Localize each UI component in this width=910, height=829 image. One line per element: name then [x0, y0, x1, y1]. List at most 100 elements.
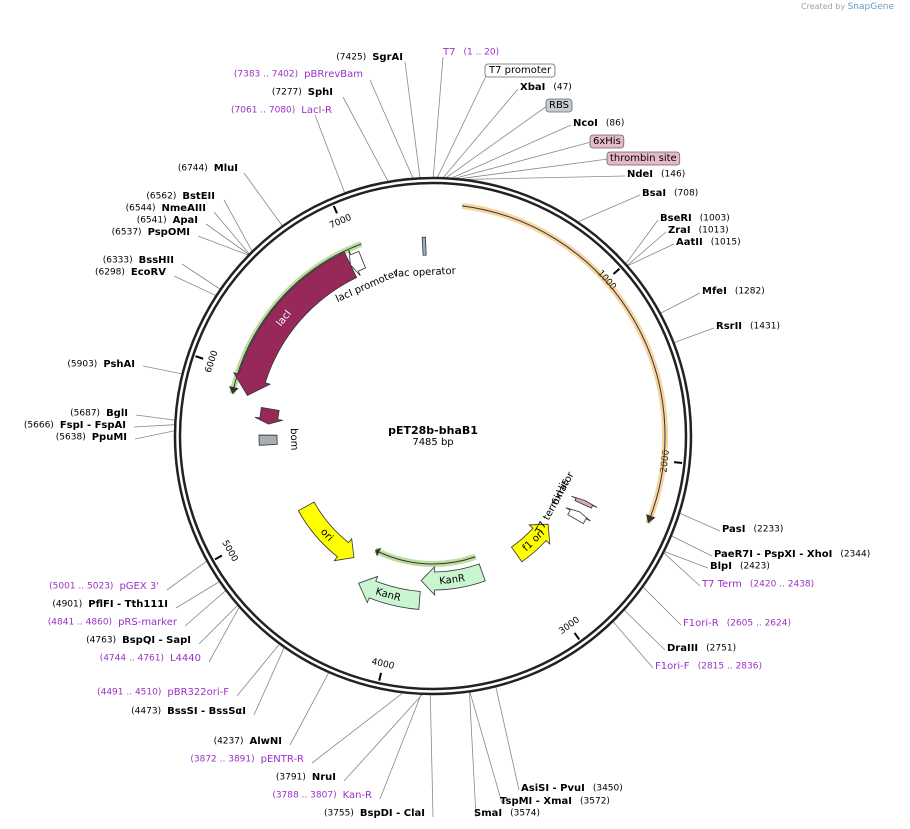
connector-line: [623, 609, 666, 651]
tick-label: 5000: [219, 539, 239, 564]
connector-line: [205, 223, 250, 255]
label-bspqi-sapi: BspQI - SapI(4763): [86, 635, 191, 646]
label-6xhis-box: [589, 134, 625, 149]
label-tspmi-xmai: TspMI - XmaI(3572): [500, 796, 610, 807]
feature-kanr: [358, 575, 421, 610]
label-nrui: NruI(3791): [276, 772, 336, 783]
plasmid-name: pET28b-bhaB1: [388, 424, 478, 437]
connector-line: [664, 551, 709, 569]
label-apai-name: ApaI: [173, 215, 198, 226]
label-bseri-position: (1003): [700, 214, 730, 224]
label-bsai-name: BsaI: [642, 188, 666, 199]
feature-6xhis-label: 6xHis: [550, 477, 571, 507]
label-ndei: NdeI(146): [627, 169, 685, 180]
feature-6xhis: [571, 495, 598, 509]
label-alwni-name: AlwNI: [250, 736, 283, 747]
feature-rop-label: rop: [289, 411, 302, 429]
label-asisi-pvui-name: AsiSI - PvuI: [521, 783, 585, 794]
label-t7-promoter-text: T7 promoter: [488, 65, 552, 76]
feature-kanr: [420, 563, 486, 597]
label-pbrrevbam: pBRrevBam(7383 .. 7402): [234, 69, 363, 80]
label-bgli: BglI(5687): [70, 408, 128, 419]
label-pgex-3-: pGEX 3' (5001 .. 5023): [49, 581, 159, 592]
label-ncoi-position: (86): [606, 119, 624, 129]
label-pspomi-name: PspOMI: [148, 227, 190, 238]
label-bseri: BseRI (1003): [660, 213, 730, 224]
label-bsshii: BssHII(6333): [103, 255, 174, 266]
label-pasi: PasI(2233): [722, 524, 783, 535]
label-mlui-name: MluI: [214, 163, 238, 174]
label-pbr322ori-f-position: (4491 .. 4510): [97, 688, 161, 698]
feature-laci-promoter: [348, 250, 367, 276]
label-bgli-name: BglI: [106, 408, 128, 419]
label-aatii-name: AatII: [676, 237, 703, 248]
label-bspqi-sapi-position: (4763): [86, 636, 116, 646]
label-bseri-name: BseRI: [660, 213, 692, 224]
label-pbrrevbam-position: (7383 .. 7402): [234, 70, 298, 80]
feature-ori: [297, 501, 355, 562]
label-tspmi-xmai-position: (3572): [580, 797, 610, 807]
label-paer7i-pspxi-xhoi: PaeR7I - PspXI - XhoI(2344): [714, 549, 870, 560]
label-draiii-name: DraIII: [667, 643, 698, 654]
label-mlui: MluI(6744): [178, 163, 238, 174]
label-l4440: L4440(4744 .. 4761): [100, 653, 201, 664]
tick-label: 3000: [557, 615, 582, 637]
connector-line: [379, 694, 422, 800]
connector-line: [166, 560, 208, 591]
label-prs-marker: pRS-marker(4841 .. 4860): [48, 617, 178, 628]
label-pentr-r-position: (3872 .. 3891): [190, 755, 254, 765]
connector-line: [133, 424, 175, 428]
connector-line: [342, 96, 389, 182]
label-f1ori-r: F1ori-R(2605 .. 2624): [683, 618, 791, 629]
connector-line: [660, 292, 701, 314]
connector-line: [175, 581, 220, 609]
label-nrui-position: (3791): [276, 773, 306, 783]
connector-line: [673, 327, 715, 344]
connector-line: [208, 606, 240, 663]
label-bsssi-bsss-i-position: (4473): [131, 707, 161, 717]
label-paer7i-pspxi-xhoi-position: (2344): [840, 550, 870, 560]
connector-line: [625, 219, 659, 265]
label-fspi-fspai: FspI - FspAI(5666): [24, 420, 126, 431]
label-kan-r-position: (3788 .. 3807): [272, 791, 336, 801]
label-bsai-position: (708): [674, 189, 698, 199]
label-xbai-name: XbaI: [520, 82, 545, 93]
label-mfei: MfeI(1282): [702, 286, 765, 297]
label-pasi-name: PasI: [722, 524, 745, 535]
label-asisi-pvui-position: (3450): [593, 784, 623, 794]
label-bsteii-position: (6562): [146, 192, 176, 202]
label-pgex-3--name: pGEX 3': [119, 581, 159, 592]
label-rbs: RBS: [545, 98, 573, 113]
label-thrombin-site: thrombin site: [606, 151, 681, 166]
backbone-ring: [173, 176, 693, 696]
label-bsteii-name: BstEII: [182, 191, 215, 202]
label-xbai-position: (47): [553, 83, 571, 93]
feature-t7-terminator: [565, 507, 591, 525]
label-bsteii: BstEII (6562): [146, 191, 215, 202]
connector-line: [135, 414, 176, 421]
label-6xhis-text: 6xHis: [593, 136, 621, 147]
label-pgex-3--position: (5001 .. 5023): [49, 582, 113, 592]
plasmid-title: pET28b-bhaB1 7485 bp: [333, 424, 533, 448]
label-pentr-r: pENTR-R (3872 .. 3891): [190, 754, 304, 765]
label-zrai: ZraI(1013): [668, 225, 729, 236]
credit-prefix: Created by: [801, 2, 846, 11]
label-pflfi-tth111i-name: PflFI - Tth111I: [88, 599, 168, 610]
tick-mark: [573, 632, 581, 640]
tick-label: 4000: [371, 657, 396, 672]
connector-line: [454, 141, 592, 179]
label-pentr-r-name: pENTR-R: [261, 754, 304, 765]
connector-line: [469, 691, 477, 818]
highlight-arrowhead: [229, 386, 239, 394]
label-sphi-position: (7277): [272, 88, 302, 98]
connector-line: [404, 61, 421, 178]
feature-bom-label: bom: [288, 428, 300, 450]
feature-lac-operator: [421, 236, 427, 256]
label-t7: T7(1 .. 20): [442, 47, 499, 58]
label-fspi-fspai-name: FspI - FspAI: [60, 420, 126, 431]
label-sphi-name: SphI: [308, 87, 333, 98]
label-l4440-name: L4440: [170, 653, 201, 664]
label-rsrii-position: (1431): [750, 322, 780, 332]
connector-lines: [133, 56, 721, 818]
feature-rop: [254, 407, 283, 425]
